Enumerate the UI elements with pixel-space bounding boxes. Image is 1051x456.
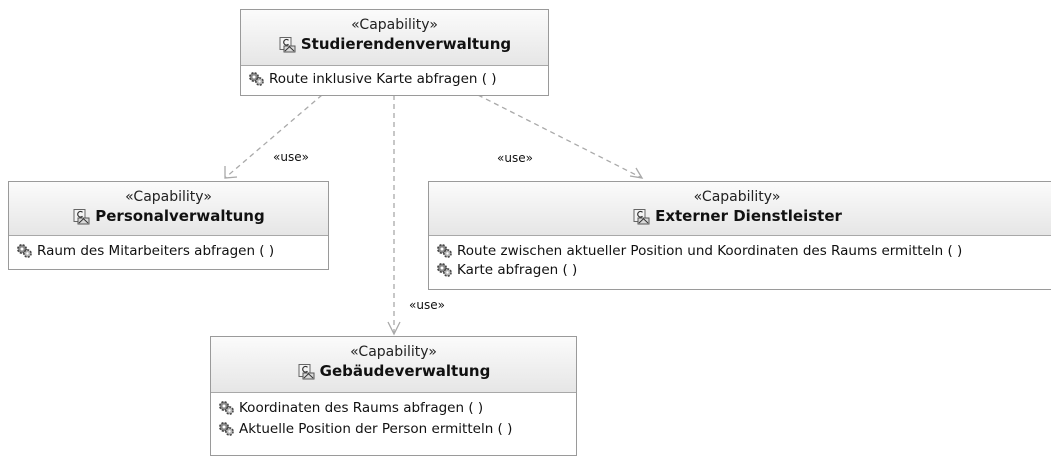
arrowhead-extern bbox=[629, 167, 644, 179]
operation-label: Raum des Mitarbeiters abfragen ( ) bbox=[37, 242, 275, 259]
node-externer-dienstleister[interactable]: «Capability» Externer Dienstleister Rout… bbox=[428, 181, 1051, 290]
node-title: Externer Dienstleister bbox=[655, 207, 842, 225]
operation-item[interactable]: Aktuelle Position der Person ermitteln (… bbox=[218, 418, 570, 439]
gear-icon bbox=[249, 71, 264, 86]
node-header: «Capability» Externer Dienstleister bbox=[429, 182, 1051, 236]
operation-item[interactable]: Raum des Mitarbeiters abfragen ( ) bbox=[16, 241, 322, 260]
operations-compartment: Koordinaten des Raums abfragen ( ) Aktue… bbox=[211, 393, 576, 439]
edge-label-use-gebaeude: «use» bbox=[409, 298, 445, 312]
edge-to-extern bbox=[477, 94, 643, 179]
node-header: «Capability» Gebäudeverwaltung bbox=[211, 337, 576, 393]
edge-to-personal bbox=[224, 94, 323, 179]
node-personalverwaltung[interactable]: «Capability» Personalverwaltung Raum des… bbox=[8, 181, 329, 270]
stereotype-label: «Capability» bbox=[351, 17, 438, 33]
edge-label-use-extern: «use» bbox=[497, 151, 533, 165]
capability-icon bbox=[73, 208, 90, 224]
operation-item[interactable]: Route inklusive Karte abfragen ( ) bbox=[248, 69, 542, 88]
gear-icon bbox=[17, 243, 32, 258]
node-header: «Capability» Personalverwaltung bbox=[9, 182, 328, 236]
capability-icon bbox=[633, 208, 650, 224]
node-studierendenverwaltung[interactable]: «Capability» Studierendenverwaltung Rout… bbox=[240, 9, 549, 96]
arrowhead-personal bbox=[224, 166, 238, 179]
node-title: Personalverwaltung bbox=[95, 207, 265, 225]
capability-icon bbox=[279, 36, 296, 52]
operations-compartment: Raum des Mitarbeiters abfragen ( ) bbox=[9, 236, 328, 260]
operation-item[interactable]: Karte abfragen ( ) bbox=[436, 260, 1051, 279]
stereotype-label: «Capability» bbox=[125, 189, 212, 205]
operations-compartment: Route inklusive Karte abfragen ( ) bbox=[241, 66, 548, 88]
node-header: «Capability» Studierendenverwaltung bbox=[241, 10, 548, 66]
operation-label: Aktuelle Position der Person ermitteln (… bbox=[239, 420, 513, 437]
operation-label: Koordinaten des Raums abfragen ( ) bbox=[239, 399, 484, 416]
operation-label: Karte abfragen ( ) bbox=[457, 261, 578, 278]
operation-label: Route inklusive Karte abfragen ( ) bbox=[269, 70, 497, 87]
arrowhead-gebaeude bbox=[387, 321, 401, 336]
operations-compartment: Route zwischen aktueller Position und Ko… bbox=[429, 236, 1051, 279]
stereotype-label: «Capability» bbox=[693, 189, 781, 205]
node-title: Gebäudeverwaltung bbox=[319, 362, 491, 380]
capability-icon bbox=[298, 363, 315, 379]
operation-item[interactable]: Route zwischen aktueller Position und Ko… bbox=[436, 241, 1051, 260]
operation-label: Route zwischen aktueller Position und Ko… bbox=[457, 242, 963, 259]
stereotype-label: «Capability» bbox=[350, 344, 437, 360]
operation-item[interactable]: Koordinaten des Raums abfragen ( ) bbox=[218, 397, 570, 418]
gear-icon bbox=[437, 243, 452, 258]
gear-icon bbox=[437, 262, 452, 277]
node-title: Studierendenverwaltung bbox=[300, 35, 512, 53]
node-gebaeudeverwaltung[interactable]: «Capability» Gebäudeverwaltung Koordinat… bbox=[210, 336, 577, 456]
gear-icon bbox=[219, 421, 234, 436]
edge-label-use-personal: «use» bbox=[273, 150, 309, 164]
gear-icon bbox=[219, 400, 234, 415]
